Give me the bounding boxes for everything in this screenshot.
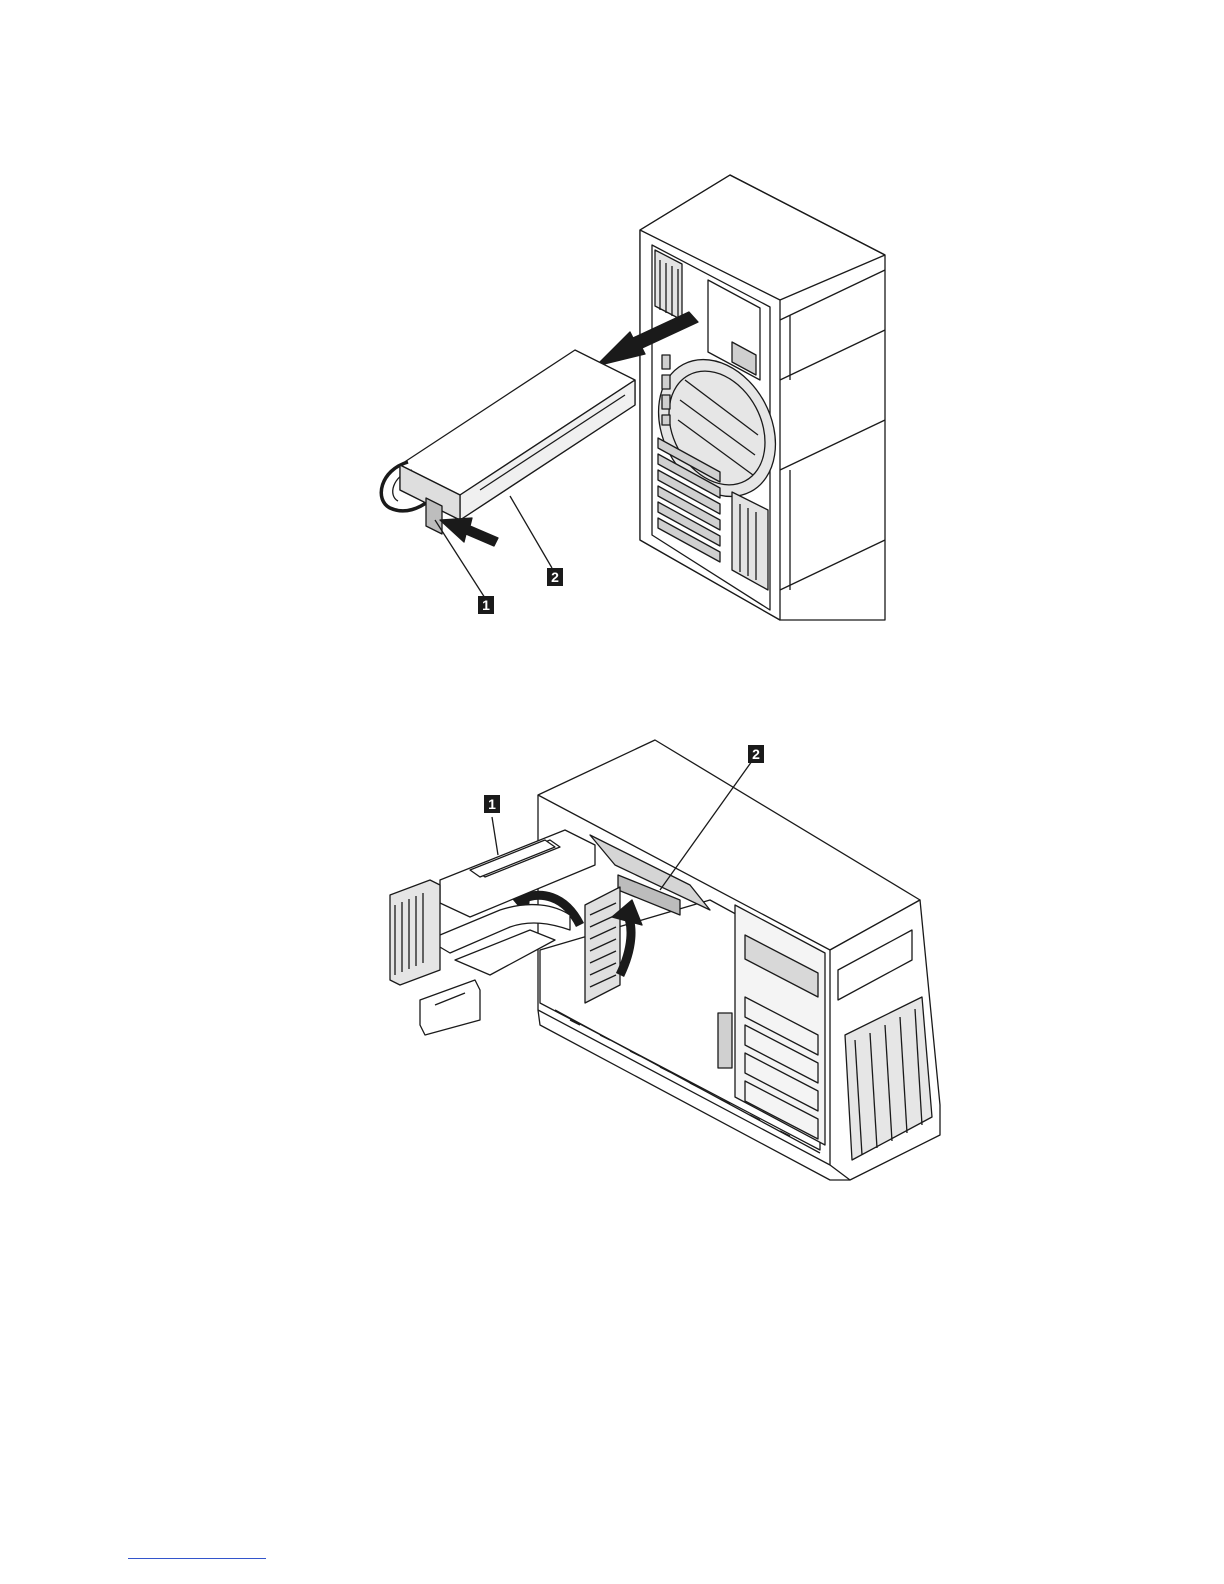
footnote-rule	[128, 1558, 266, 1559]
figure-air-baffle-removal: 1 2	[380, 735, 950, 1185]
callout-label-1: 1	[478, 596, 494, 614]
server-chassis-side	[538, 740, 940, 1180]
figure-power-supply-removal: 1 2	[360, 170, 900, 640]
callout-label-1: 1	[484, 795, 500, 813]
chassis-interior-illustration	[380, 735, 950, 1185]
callout-label-2: 2	[748, 745, 764, 763]
leader-line-1	[492, 817, 498, 855]
power-supply-illustration	[360, 170, 900, 640]
callout-label-2: 2	[547, 568, 563, 586]
system-fans	[585, 887, 620, 1003]
power-supply-unit	[381, 350, 635, 534]
server-chassis-rear	[636, 175, 885, 620]
leader-line-2	[510, 496, 552, 568]
